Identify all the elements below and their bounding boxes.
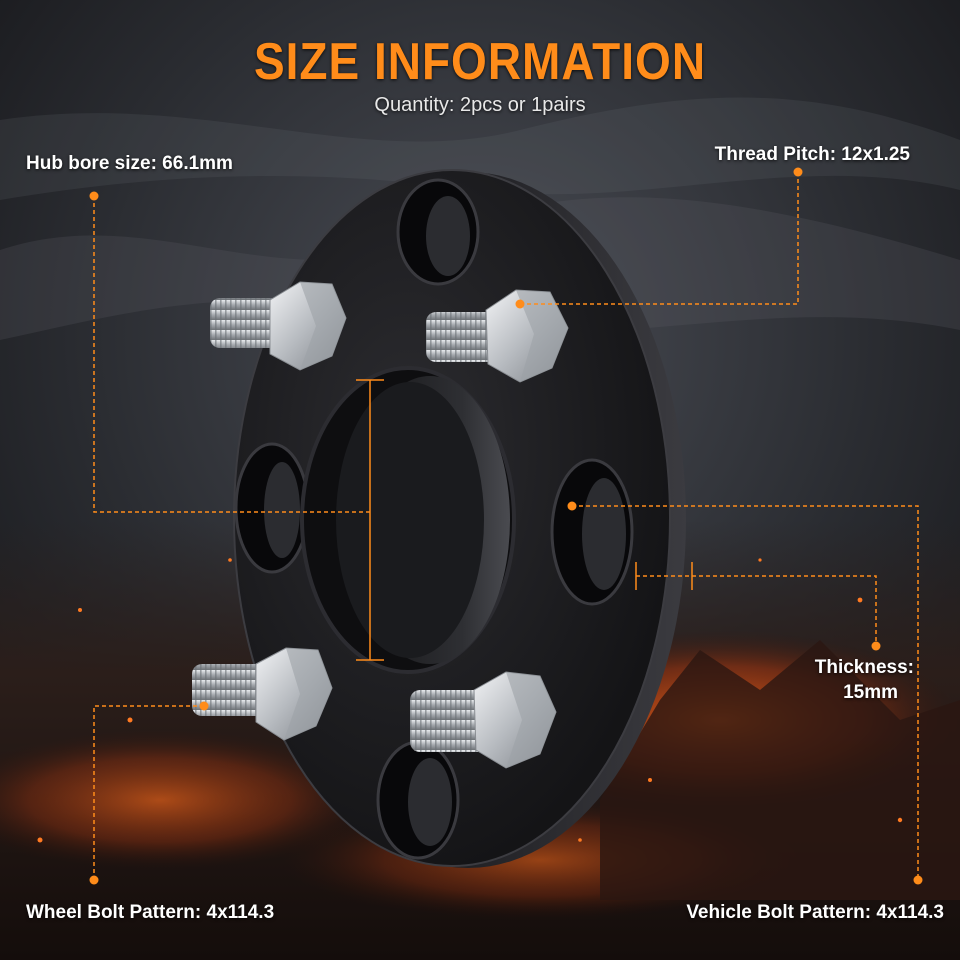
wheel-bolt-pattern-label: Wheel Bolt Pattern: 4x114.3 — [26, 902, 275, 923]
thickness-label: Thickness: — [814, 657, 914, 678]
stud-top-right — [426, 289, 569, 383]
stud-top-left — [210, 281, 347, 371]
page-title: SIZE INFORMATION — [253, 31, 707, 91]
callout-lines — [93, 172, 919, 880]
stud-bottom-left — [192, 647, 333, 741]
hub-bore-label: Hub bore size: 66.1mm — [26, 153, 233, 174]
vehicle-bolt-pattern-label: Vehicle Bolt Pattern: 4x114.3 — [686, 902, 944, 923]
wheel-spacer — [233, 169, 686, 868]
quantity-subtitle: Quantity: 2pcs or 1pairs — [374, 94, 586, 116]
thread-pitch-label: Thread Pitch: 12x1.25 — [714, 144, 910, 165]
stud-bottom-right — [410, 671, 557, 769]
callout-dots — [89, 167, 923, 885]
thickness-value: 15mm — [843, 682, 898, 703]
ember-sparks — [37, 517, 903, 843]
